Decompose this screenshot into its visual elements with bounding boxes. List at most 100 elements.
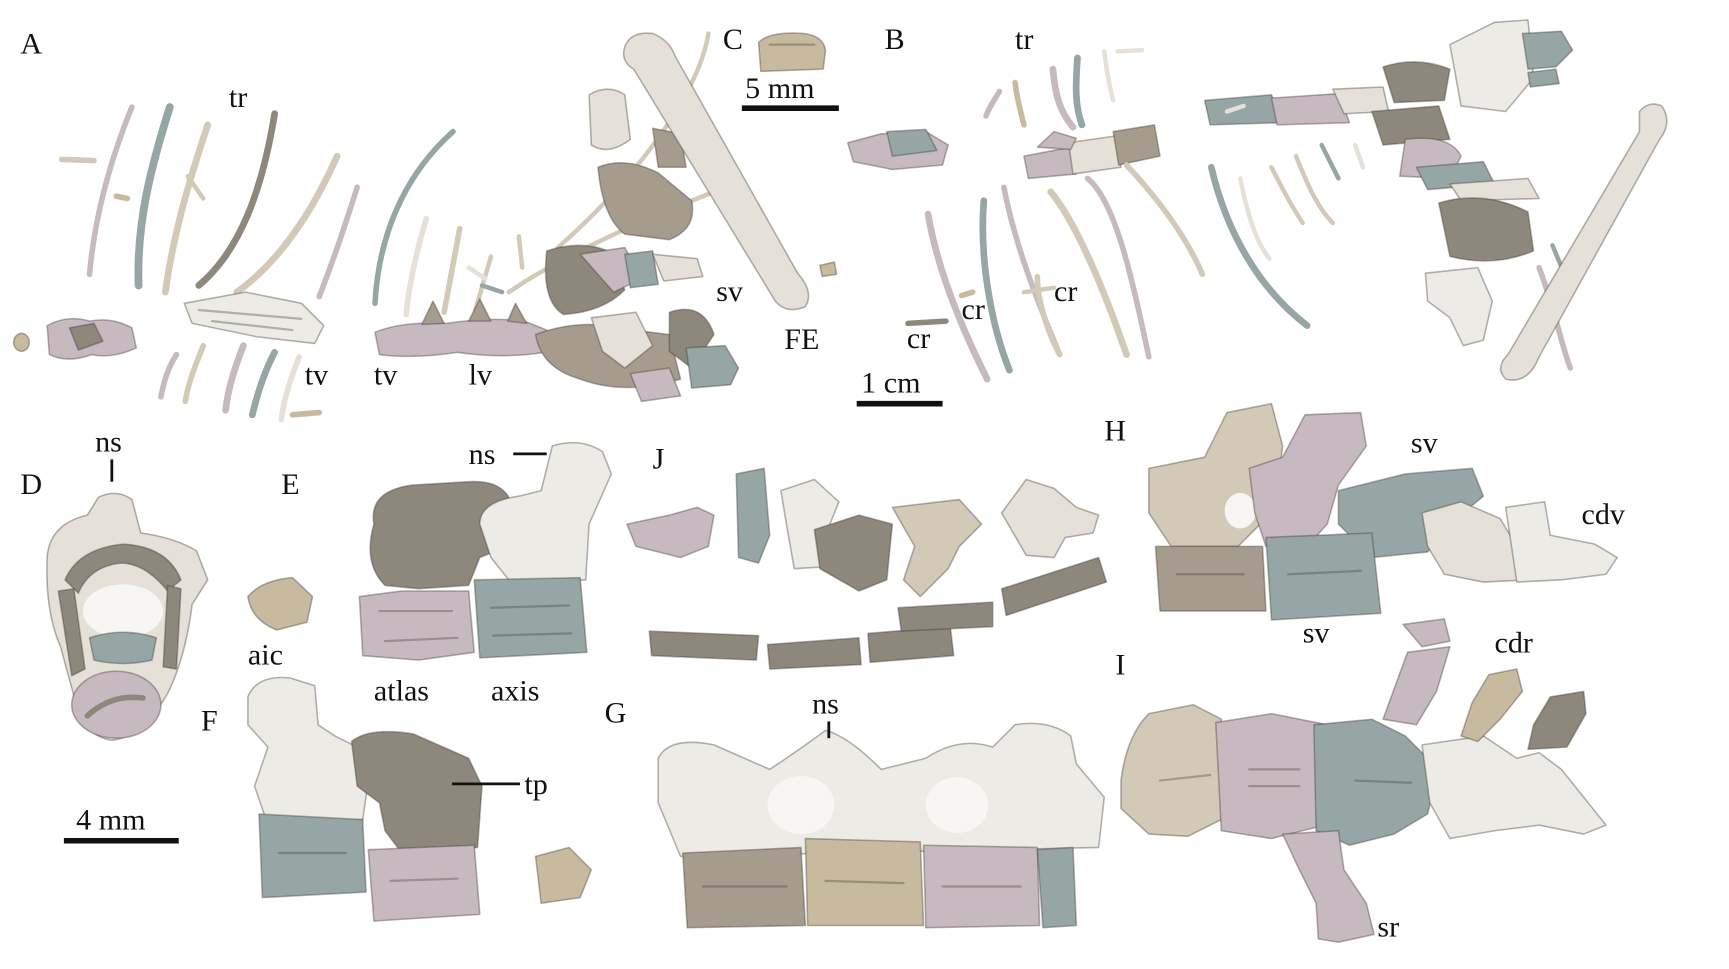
centrum: [681, 846, 807, 929]
pelvis: [590, 311, 654, 369]
thoracic-rib: [134, 103, 174, 290]
thoracic-rib: [222, 342, 247, 414]
neural-arch: [1000, 478, 1100, 559]
neural-spine: [421, 300, 445, 326]
panel-f: [247, 676, 593, 922]
centrum: [867, 625, 955, 664]
thoracic-rib: [1012, 79, 1027, 128]
panel-c: [757, 32, 827, 73]
centrum: [804, 837, 925, 927]
neural-arch: [64, 543, 182, 595]
axis-neural-arch: [247, 676, 370, 826]
caudal-rib: [1527, 690, 1587, 751]
bone-texture: [378, 609, 459, 643]
thoracic-rib: [1072, 54, 1086, 129]
thoracic-rib: [86, 104, 135, 278]
label-a-tv-left: tv: [305, 358, 329, 392]
sacral-centrum: [1154, 545, 1267, 612]
bone-texture: [277, 851, 459, 883]
atlas-centrum: [367, 844, 481, 922]
bone-texture: [1158, 768, 1413, 788]
neural-arch: [626, 506, 715, 559]
label-i-cdr: cdr: [1495, 625, 1533, 659]
label-e-atlas: atlas: [374, 673, 429, 707]
bone-fragment: [1115, 47, 1145, 54]
panel-letter-j: J: [653, 441, 665, 475]
centrum: [897, 601, 994, 632]
vertebra: [1067, 135, 1122, 175]
bone-rod: [1536, 264, 1574, 371]
thoracic-vertebra: [68, 322, 104, 351]
ilium: [597, 162, 694, 241]
neural-arches: [657, 722, 1106, 858]
bone-element: [1424, 266, 1494, 347]
panel-letter-d: D: [20, 467, 42, 501]
atlas-neural-arch: [369, 480, 526, 590]
bone-fragment: [1319, 142, 1341, 181]
bone-element: [757, 32, 827, 73]
centrum: [1036, 846, 1078, 929]
bone-fragment: [1224, 103, 1246, 114]
label-a-lv: lv: [469, 358, 493, 392]
pelvis: [1437, 197, 1535, 262]
thoracic-rib: [278, 354, 302, 423]
bone-element: [1521, 30, 1574, 70]
bone-fragment: [289, 409, 323, 418]
neural-arch: [1036, 130, 1078, 151]
scale-label-b: 1 cm: [861, 366, 920, 400]
cervical-rib: [1034, 273, 1063, 358]
label-e-aic: aic: [248, 638, 283, 672]
sacral-vertebra: [1214, 712, 1329, 840]
panel-b: [846, 19, 1668, 383]
caudal-rib: [1402, 618, 1451, 648]
panel-e: [247, 441, 613, 661]
panel-i: [1120, 618, 1607, 944]
caudal-rib: [1460, 668, 1524, 743]
intercentrum: [88, 631, 158, 665]
cervical-rib: [979, 197, 1013, 374]
bone-texture: [701, 879, 1022, 888]
cervical-rib: [1047, 188, 1130, 358]
scale-label-c: 5 mm: [745, 71, 814, 105]
label-a-fe: FE: [784, 322, 819, 356]
thoracic-rib: [1049, 65, 1077, 131]
vertebra: [1382, 61, 1451, 104]
bone-fragment: [113, 193, 131, 202]
label-h-cdv: cdv: [1581, 497, 1625, 531]
neural-spine: [506, 302, 528, 325]
atlas-centrum: [358, 590, 476, 661]
panel-letter-h: H: [1104, 413, 1126, 447]
thoracic-vertebrae: [183, 291, 325, 345]
vertebra: [1270, 92, 1351, 126]
neural-arch: [57, 587, 86, 677]
label-a-tv-right: tv: [374, 358, 398, 392]
thoracic-rib: [1238, 176, 1272, 261]
thoracic-rib: [162, 121, 212, 296]
bone-texture: [489, 604, 573, 637]
panel-h: [1148, 402, 1618, 621]
bone-fragment: [58, 156, 97, 164]
panel-letter-e: E: [281, 467, 299, 501]
panel-a: [12, 31, 838, 423]
bone-fragment: [516, 234, 525, 270]
fibula: [555, 31, 711, 250]
thoracic-rib: [182, 342, 207, 405]
vertebra: [1203, 94, 1284, 126]
lumbar-rib: [473, 254, 494, 313]
panel-g: [657, 721, 1106, 929]
bone-fragment: [588, 88, 632, 151]
neural-canal: [82, 584, 164, 638]
panel-letter-b: B: [885, 22, 905, 56]
axis-centrum: [473, 576, 588, 659]
label-f-tp: tp: [524, 767, 547, 801]
intervertebral-foramen: [767, 776, 835, 835]
bone-element: [1527, 68, 1560, 88]
thoracic-rib: [248, 349, 278, 419]
neural-arch: [735, 467, 771, 564]
centrum: [922, 844, 1041, 929]
bone-texture: [1175, 569, 1362, 576]
bone-fragment: [12, 332, 31, 353]
intervertebral-foramen: [925, 777, 989, 833]
centrum: [1000, 556, 1108, 617]
